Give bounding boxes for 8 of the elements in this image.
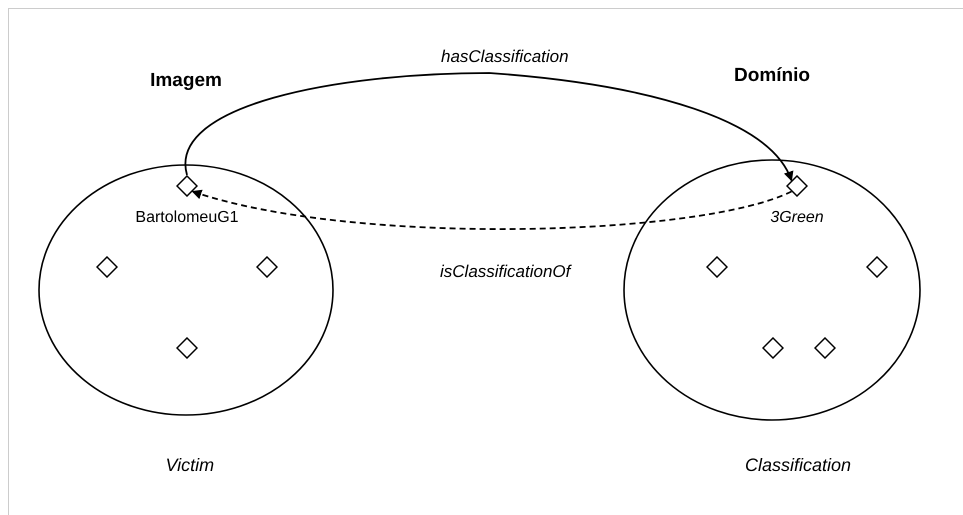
set-caption: Victim: [166, 455, 214, 476]
arrow: [185, 72, 792, 182]
node-label: BartolomeuG1: [134, 209, 240, 227]
set-heading: Imagem: [149, 70, 223, 92]
set-caption: Classification: [745, 455, 852, 476]
node-label: 3Green: [769, 209, 825, 227]
arrow: [192, 189, 792, 230]
set-heading: Domínio: [733, 65, 811, 87]
